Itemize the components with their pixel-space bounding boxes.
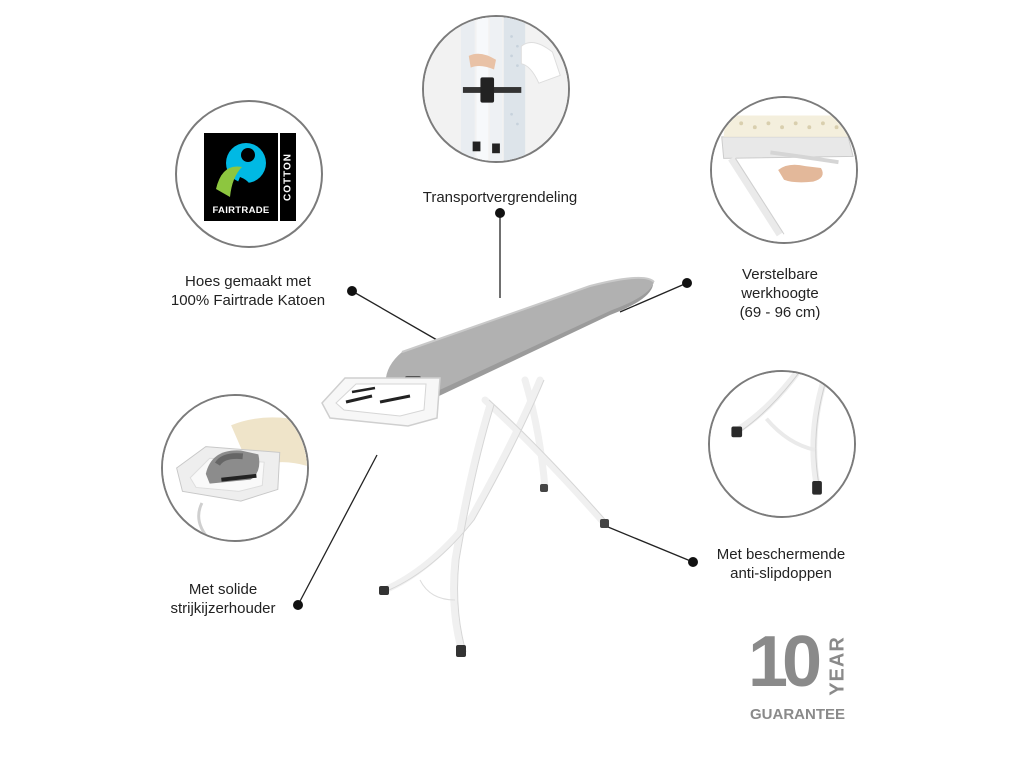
label-iron-holder: Met solide strijkijzerhouder (158, 580, 288, 618)
label-cover-line2: 100% Fairtrade Katoen (170, 292, 326, 309)
label-fairtrade-cover: Hoes gemaakt met 100% Fairtrade Katoen (158, 272, 338, 310)
iron-holder-photo (163, 396, 307, 540)
guarantee-word: GUARANTEE (750, 706, 846, 723)
transport-lock-photo (424, 17, 568, 161)
label-cover-line1: Hoes gemaakt met (185, 273, 311, 290)
label-height-line1: Verstelbare (742, 266, 818, 283)
dot-holder (293, 600, 303, 610)
label-height-line2: werkhoogte (741, 285, 819, 302)
label-adjustable-height: Verstelbare werkhoogte (69 - 96 cm) (720, 265, 840, 322)
dot-height (682, 278, 692, 288)
label-transport-lock: Transportvergrendeling (410, 188, 590, 207)
anti-slip-caps-circle (708, 370, 856, 518)
guarantee-year: YEAR (826, 636, 849, 696)
dot-transport (495, 208, 505, 218)
fairtrade-logo-cotton: COTTON (282, 152, 294, 202)
anti-slip-caps-photo (710, 372, 854, 516)
guarantee-badge: 10 YEAR GUARANTEE (748, 622, 850, 728)
fairtrade-logo-side (280, 133, 296, 221)
label-anti-slip-caps: Met beschermende anti-slipdoppen (706, 545, 856, 583)
label-holder-line2: strijkijzerhouder (170, 600, 276, 617)
label-transport-text: Transportvergrendeling (422, 189, 578, 206)
iron-holder-circle (161, 394, 309, 542)
dot-cover (347, 286, 357, 296)
fairtrade-logo-name: FAIRTRADE (212, 205, 270, 216)
label-holder-line1: Met solide (188, 581, 258, 598)
guarantee-number: 10 (748, 622, 822, 702)
label-caps-line1: Met beschermende (716, 546, 846, 563)
label-height-line3: (69 - 96 cm) (739, 304, 821, 321)
registered-mark: ® (268, 132, 275, 142)
label-caps-line2: anti-slipdoppen (730, 565, 832, 582)
fairtrade-logo-mark (204, 133, 278, 221)
fairtrade-cotton-circle: ® FAIRTRADE COTTON (175, 100, 323, 248)
fairtrade-logo: ® FAIRTRADE COTTON (204, 132, 296, 221)
height-adjust-photo (712, 98, 856, 242)
transport-lock-circle (422, 15, 570, 163)
height-adjust-circle (710, 96, 858, 244)
dot-caps (688, 557, 698, 567)
